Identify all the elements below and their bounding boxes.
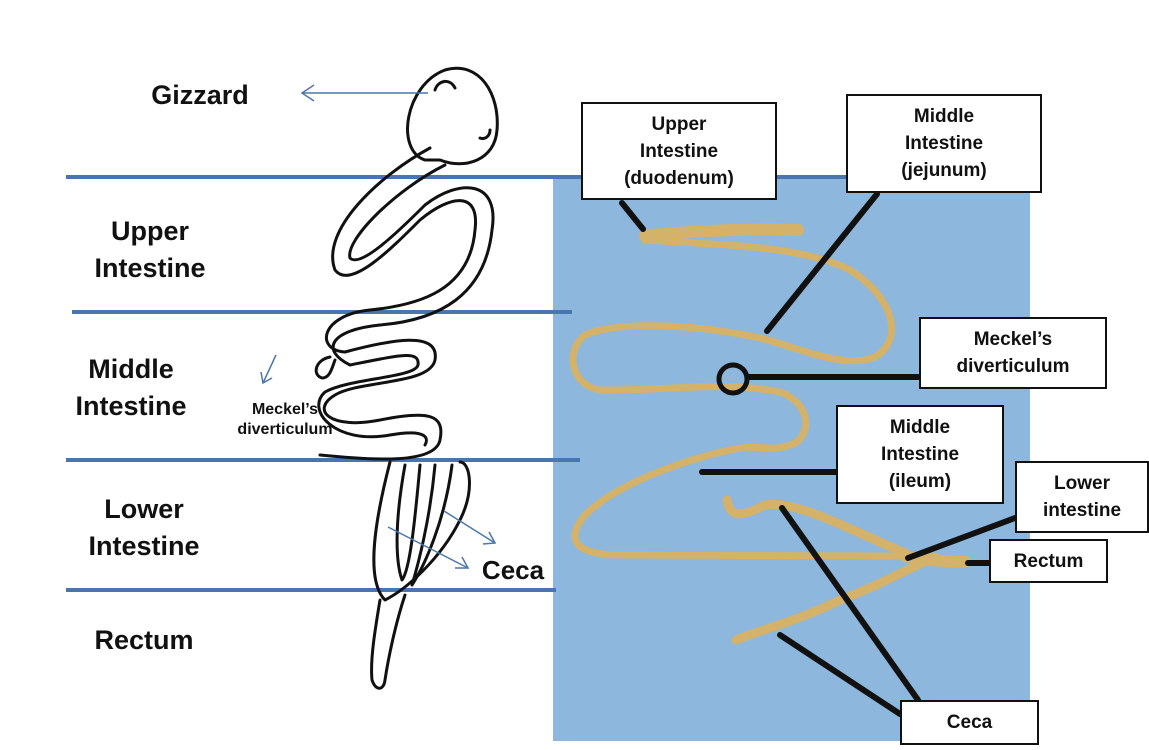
- gizzard-shape: [406, 66, 499, 166]
- middle-intestine-inner: [317, 323, 428, 447]
- ceca-left: [395, 463, 422, 582]
- leader-ceca-2: [777, 632, 903, 717]
- gizzard-inner-curve-2: [478, 128, 492, 140]
- leader-jejunum: [764, 191, 880, 334]
- callout-ceca: Ceca: [900, 700, 1039, 745]
- callout-rectum: Rectum: [989, 539, 1108, 583]
- ceca-tissue-2: [731, 552, 940, 645]
- duodenum-tissue: [639, 223, 804, 242]
- leader-lower-intestine: [905, 515, 1018, 561]
- label-ceca-schematic: Ceca: [481, 555, 545, 585]
- label-lower-intestine: Lower Intestine: [88, 494, 200, 561]
- callout-leaders: [619, 191, 1018, 717]
- ceca-arrow-2-line: [443, 510, 496, 544]
- callout-meckels: Meckel’s diverticulum: [919, 317, 1107, 389]
- ceca-tissue-1: [722, 495, 910, 558]
- middle-intestine-outer: [318, 338, 443, 461]
- divider-lower-rectum: [66, 588, 556, 592]
- meckels-arrow-line: [262, 354, 277, 384]
- upper-intestine-inner: [348, 163, 495, 327]
- leader-ceca-1: [779, 505, 921, 703]
- schematic-gut-outline: [314, 66, 499, 690]
- upper-intestine-outer: [325, 146, 478, 354]
- leader-duodenum: [619, 200, 646, 232]
- rectum-schematic: [370, 593, 407, 690]
- divider-upper-middle: [72, 310, 572, 314]
- callout-jejunum: Middle Intestine (jejunum): [846, 94, 1042, 193]
- ceca-arrow-1-line: [387, 526, 469, 569]
- callout-duodenum: Upper Intestine (duodenum): [581, 102, 777, 200]
- divider-middle-lower: [66, 458, 580, 462]
- ceca-outer: [372, 460, 471, 602]
- ceca-arrow-1-head: [455, 556, 470, 569]
- ceca-right: [410, 463, 454, 587]
- callout-lower-intestine: Lower intestine: [1015, 461, 1149, 533]
- meckels-diverticulum-schematic: [314, 355, 337, 380]
- gizzard-inner-curve: [433, 80, 457, 92]
- label-gizzard: Gizzard: [151, 80, 249, 110]
- label-meckels-schematic: Meckel’s diverticulum: [237, 401, 333, 438]
- label-upper-intestine: Upper Intestine: [94, 216, 206, 283]
- divider-gizzard-upper: [66, 175, 553, 179]
- ceca-arrow-2-head: [482, 531, 497, 545]
- callout-ileum: Middle Intestine (ileum): [836, 405, 1004, 504]
- gizzard-arrow-head: [300, 84, 315, 102]
- jejunum-tissue: [569, 236, 909, 560]
- meckels-arrow-head: [260, 371, 273, 385]
- label-rectum: Rectum: [94, 625, 194, 655]
- label-middle-intestine: Middle Intestine: [75, 354, 187, 421]
- annotation-arrows: [260, 84, 497, 569]
- meckels-circle-marker: [716, 362, 750, 396]
